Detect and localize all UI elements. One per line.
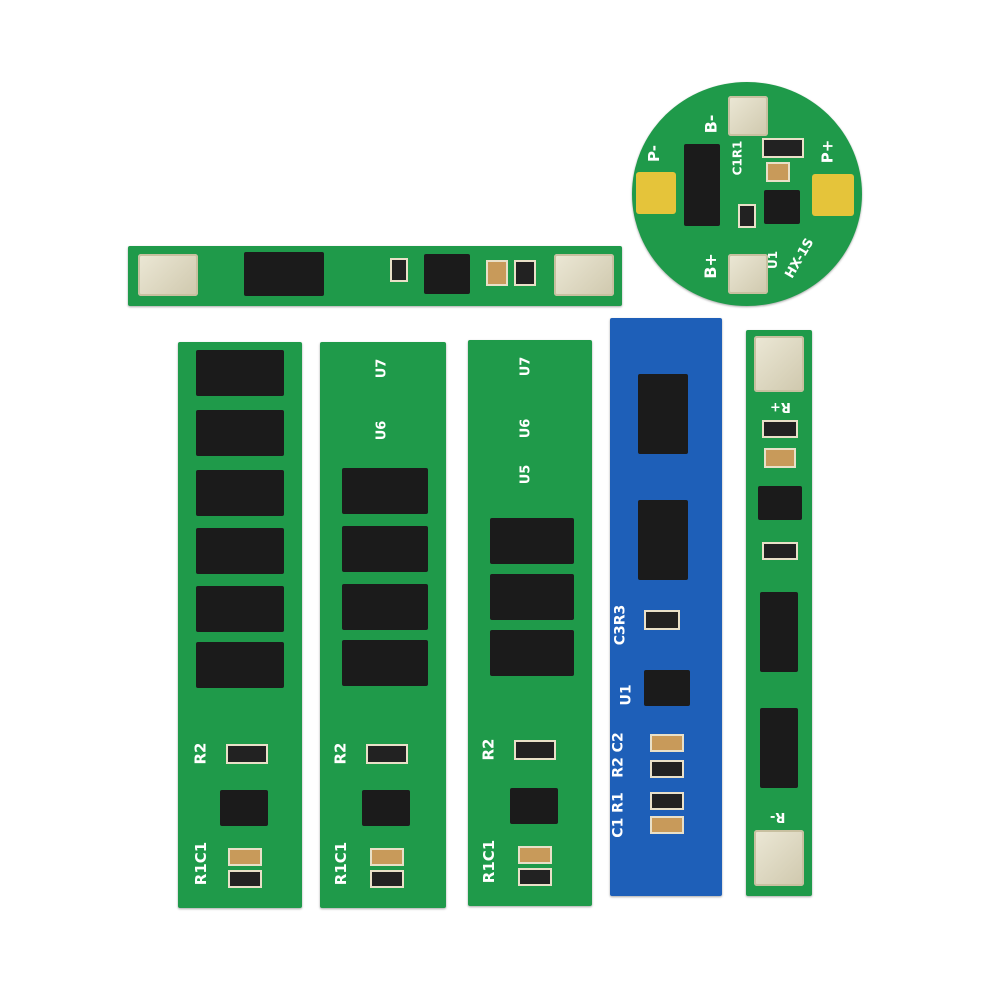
board1-chip-2 [196,410,284,456]
thin-capacitor [764,448,796,468]
round-label-b-plus: B+ [700,253,720,279]
board3-capacitor [518,846,552,864]
board-1: R2 R1C1 [178,342,302,908]
board2-label-u6: U6 [374,420,390,441]
board2-chip-controller [362,790,410,826]
board3-label-u7: U7 [518,356,534,377]
strip-pad-left [138,254,198,296]
board1-chip-3 [196,470,284,516]
thin-chip-1 [760,592,798,672]
board1-resistor-r2 [226,744,268,764]
thin-label-r-minus: R- [770,809,786,824]
round-label-p-plus: P+ [818,139,837,164]
thin-pad-top [754,336,804,392]
thin-chip-2 [760,708,798,788]
board3-label-u5: U5 [518,464,534,485]
thin-resistor-1 [762,420,798,438]
board3-label-u6: U6 [518,418,534,439]
strip-capacitor [486,260,508,286]
board3-chip-1 [490,518,574,564]
blue-chip-2 [638,500,688,580]
round-resistor-2 [738,204,756,228]
board3-resistor-r1 [518,868,552,886]
board1-chip-4 [196,528,284,574]
board2-chip-3 [342,584,428,630]
board2-chip-2 [342,526,428,572]
round-board: B- B+ P- P+ C1R1 U1 HX-1S [632,82,862,306]
blue-capacitor-c1 [650,816,684,834]
thin-label-r-plus: R+ [770,399,791,414]
board2-resistor-r2 [366,744,408,764]
round-pad-left [636,172,676,214]
round-label-u1: U1 [766,250,781,270]
strip-resistor-2 [390,258,408,282]
round-capacitor [766,162,790,182]
round-pad-bottom [728,254,768,294]
round-pad-right [812,174,854,216]
round-label-c1r1: C1R1 [730,140,745,176]
strip-board [128,246,622,306]
board1-capacitor [228,848,262,866]
board2-capacitor [370,848,404,866]
board1-chip-controller [220,790,268,826]
board3-label-r2: R2 [479,738,498,761]
round-resistor [762,138,804,158]
board3-chip-2 [490,574,574,620]
board2-label-r1c1: R1C1 [332,841,351,886]
blue-label-c3r3: C3R3 [612,604,629,646]
board3-resistor-r2 [514,740,556,760]
board1-chip-6 [196,642,284,688]
blue-chip-controller [644,670,690,706]
blue-label-c1r1: C1 R1 [610,792,627,838]
blue-label-u1: U1 [618,684,635,706]
board3-label-r1c1: R1C1 [480,839,499,884]
board1-label-r1c1: R1C1 [192,841,211,886]
blue-capacitor-c2 [650,734,684,752]
strip-resistor [514,260,536,286]
strip-chip-mosfet [244,252,324,296]
board3-chip-3 [490,630,574,676]
round-label-b-minus: B- [701,114,721,134]
strip-pad-right [554,254,614,296]
board-2: U7 U6 R2 R1C1 [320,342,446,908]
thin-resistor-2 [762,542,798,560]
blue-chip-1 [638,374,688,454]
blue-resistor-r1 [650,792,684,810]
blue-resistor-r3 [644,610,680,630]
board2-chip-4 [342,640,428,686]
thin-board: R+ R- [746,330,812,896]
board1-resistor-r1 [228,870,262,888]
board2-resistor-r1 [370,870,404,888]
board1-label-r2: R2 [191,742,210,765]
board-3: U7 U6 U5 R2 R1C1 [468,340,592,906]
board1-chip-5 [196,586,284,632]
round-chip-mosfet [684,144,720,226]
round-chip-controller [764,190,800,224]
blue-label-r2c2: R2 C2 [610,732,627,778]
thin-pad-bottom [754,830,804,886]
blue-board: C3R3 U1 R2 C2 C1 R1 [610,318,722,896]
board2-label-u7: U7 [374,358,390,379]
board2-chip-1 [342,468,428,514]
strip-chip-controller [424,254,470,294]
thin-chip-controller [758,486,802,520]
round-label-p-minus: P- [644,145,663,162]
board3-chip-controller [510,788,558,824]
round-pad-top [728,96,768,136]
round-label-model: HX-1S [782,235,818,282]
blue-resistor-r2 [650,760,684,778]
board2-label-r2: R2 [331,742,350,765]
board1-chip-1 [196,350,284,396]
